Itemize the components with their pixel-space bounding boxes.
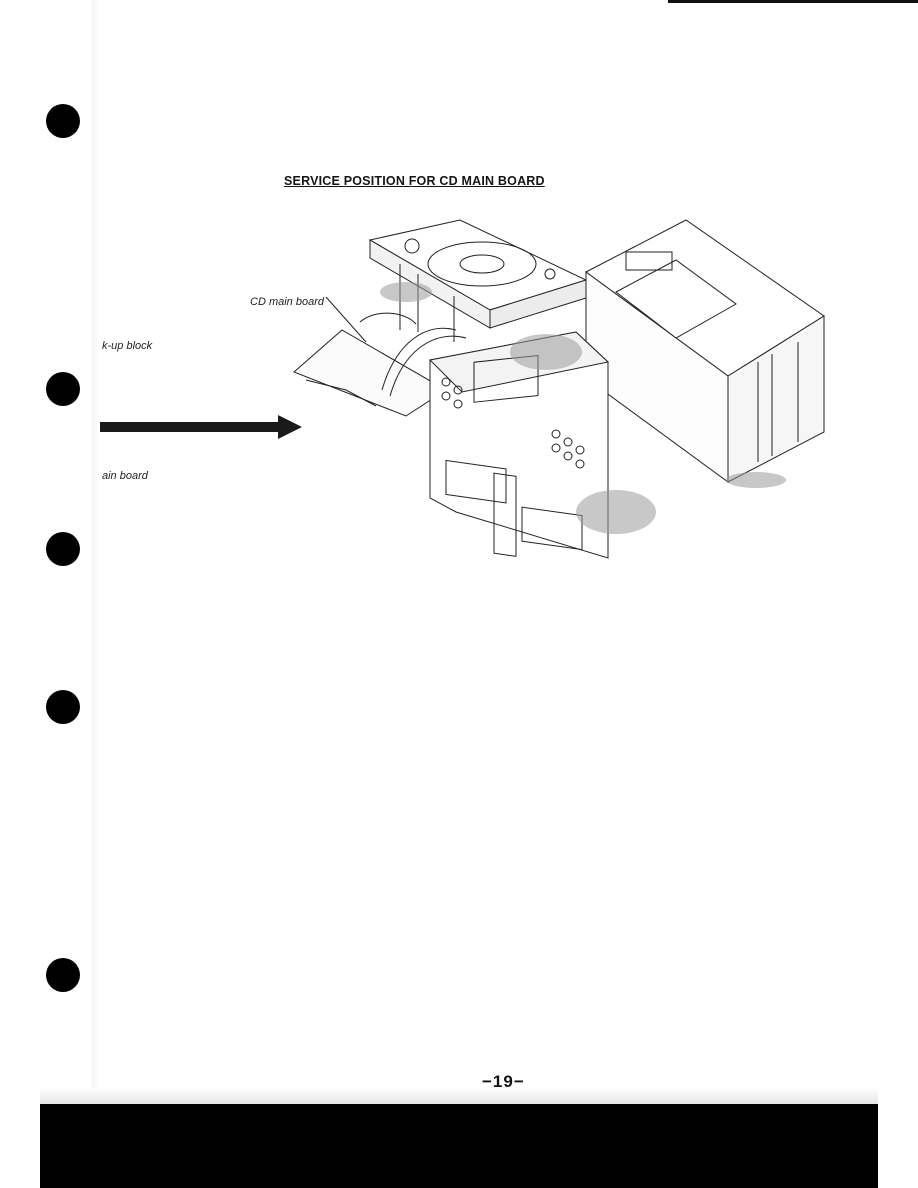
page-title: SERVICE POSITION FOR CD MAIN BOARD [284, 174, 545, 188]
page-number: −19− [482, 1072, 525, 1091]
main-board-label: ain board [102, 470, 148, 482]
punch-hole-icon [46, 104, 80, 138]
left-scan-shadow [92, 0, 98, 1110]
punch-hole-icon [46, 690, 80, 724]
cd-main-board-label: CD main board [250, 296, 324, 308]
top-scan-rule [668, 0, 918, 3]
pickup-block-label: k-up block [102, 340, 153, 352]
right-arrow-icon [100, 415, 302, 439]
bottom-scan-border [40, 1104, 878, 1188]
punch-hole-icon [46, 532, 80, 566]
bottom-scan-shadow [40, 1088, 878, 1104]
service-position-illustration [293, 219, 825, 559]
punch-hole-icon [46, 372, 80, 406]
punch-hole-icon [46, 958, 80, 992]
